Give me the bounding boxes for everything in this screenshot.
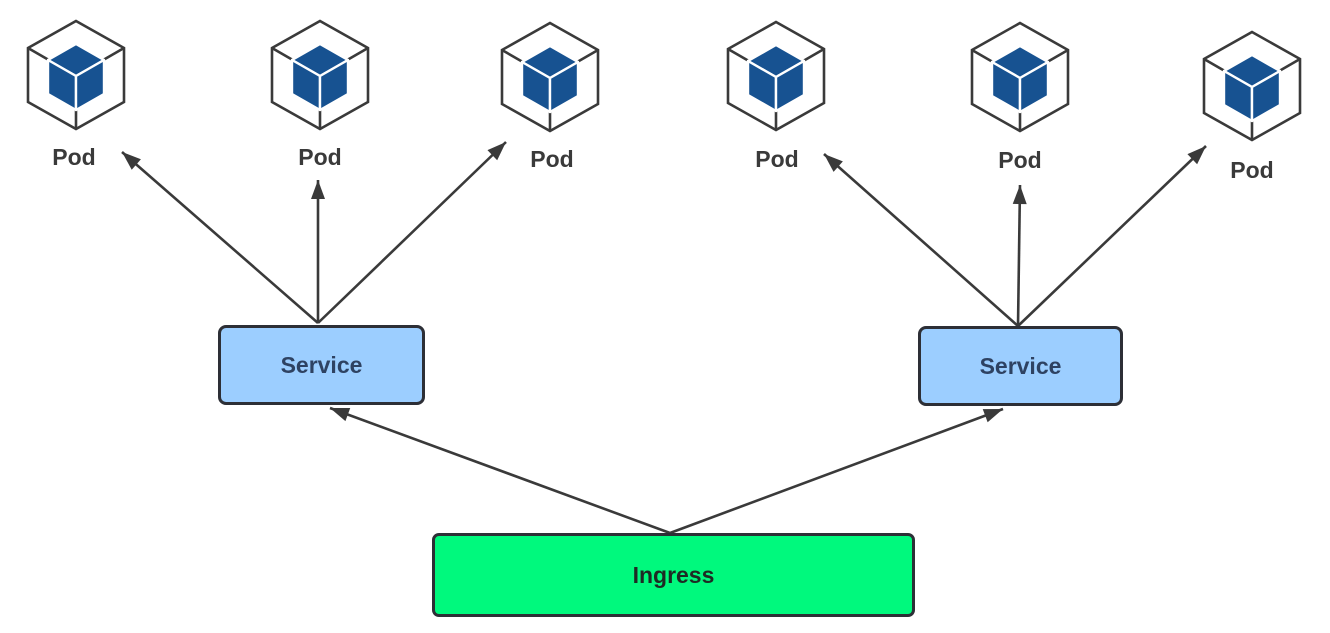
service-label: Service (280, 351, 363, 378)
cube (46, 42, 106, 112)
pod-cube-icon (970, 21, 1070, 133)
pod-label: Pod (298, 144, 342, 170)
pod-label: Pod (52, 144, 96, 170)
pod-cube-icon (270, 19, 370, 131)
ingress-label: Ingress (632, 561, 715, 588)
cube (990, 44, 1050, 114)
pod-label: Pod (998, 147, 1042, 173)
arrow-service2-pod6 (1017, 145, 1207, 327)
arrow-ingress-service1 (329, 406, 671, 535)
pod-label: Pod (1230, 157, 1274, 183)
pod-label: Pod (530, 146, 574, 172)
service-node: Service (918, 326, 1123, 406)
cube (520, 44, 580, 114)
cube (290, 42, 350, 112)
cube (1222, 53, 1282, 123)
pod-cube-icon (26, 19, 126, 131)
pod-cube-icon (500, 21, 600, 133)
pod-cube-icon (1202, 30, 1302, 142)
arrow-ingress-service2 (669, 407, 1004, 535)
arrow-service1-pod3 (317, 141, 507, 324)
cube (746, 43, 806, 113)
pod-cube-icon (726, 20, 826, 132)
arrow-service2-pod5 (1012, 184, 1027, 327)
pod-label: Pod (755, 146, 799, 172)
ingress-node: Ingress (432, 533, 915, 617)
service-label: Service (979, 352, 1062, 379)
arrow-service2-pod4 (823, 153, 1019, 327)
arrow-service1-pod1 (121, 151, 319, 324)
service-node: Service (218, 325, 425, 405)
